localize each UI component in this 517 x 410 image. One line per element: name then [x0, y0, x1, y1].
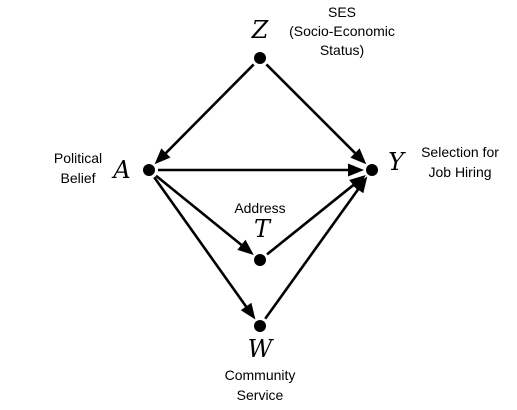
node-z-letter: Z: [251, 16, 270, 44]
node-y-letter: Y: [388, 148, 406, 176]
edge-a-to-t: [155, 174, 254, 255]
arrowhead-icon: [349, 175, 366, 191]
edge-a-to-y: [158, 163, 364, 177]
node-t-dot: [254, 254, 266, 266]
edge-line: [163, 63, 255, 156]
node-y-label-line1: Selection for: [421, 144, 499, 160]
edge-line: [153, 176, 249, 309]
node-a-letter: A: [111, 156, 130, 184]
edges-layer: [153, 63, 368, 320]
node-w-letter: W: [248, 335, 275, 363]
node-w-dot: [254, 320, 266, 332]
node-a-dot: [143, 164, 155, 176]
node-y-dot: [366, 164, 378, 176]
edge-line: [264, 187, 361, 320]
edge-t-to-y: [266, 175, 366, 256]
arrowhead-icon: [350, 148, 367, 165]
arrowhead-icon: [240, 302, 256, 320]
node-z-dot: [254, 52, 266, 64]
arrowhead-icon: [348, 163, 364, 177]
node-z-label-line3: Status): [320, 42, 364, 58]
node-w-label-line2: Service: [237, 387, 284, 403]
edge-line: [265, 63, 358, 156]
edge-w-to-y: [264, 176, 368, 320]
edge-z-to-a: [154, 63, 255, 165]
arrowhead-icon: [154, 148, 171, 165]
edge-a-to-w: [153, 176, 256, 320]
node-w-label-line1: Community: [225, 367, 296, 383]
node-t-label-line1: Address: [234, 200, 285, 216]
edge-line: [155, 174, 244, 248]
arrowhead-icon: [237, 239, 254, 255]
node-a-label-line2: Belief: [60, 170, 95, 186]
edge-z-to-y: [265, 63, 367, 165]
node-z-label-line2: (Socio-Economic: [289, 23, 395, 39]
node-t-letter: T: [254, 215, 272, 243]
arrowhead-icon: [352, 176, 368, 194]
edge-line: [266, 182, 356, 256]
node-y-label-line2: Job Hiring: [428, 164, 491, 180]
node-a-label-line1: Political: [54, 150, 102, 166]
node-z-label-line1: SES: [328, 4, 356, 20]
